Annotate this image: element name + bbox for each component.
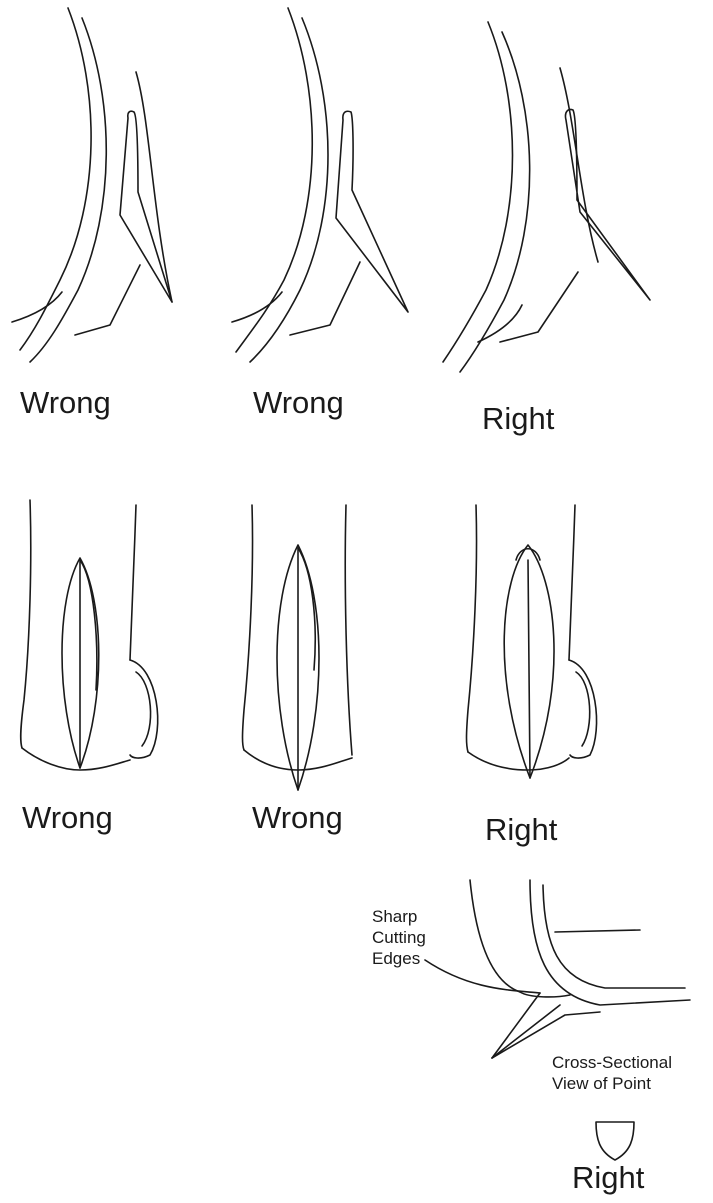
cutting-edge-upper	[520, 992, 570, 997]
sharp-cutting-edges-line-3: Edges	[372, 948, 426, 969]
cutting-edge-left	[425, 960, 540, 993]
side-label-wrong-2: Wrong	[253, 385, 344, 421]
front-view-right	[467, 505, 597, 778]
cross-section-shape	[596, 1122, 634, 1160]
sharp-cutting-edges-line-2: Cutting	[372, 927, 426, 948]
shank-left-edge	[21, 500, 31, 748]
barb-line	[555, 930, 640, 932]
side-label-wrong-1: Wrong	[20, 385, 111, 421]
front-label-wrong-1: Wrong	[22, 800, 113, 836]
hook-bend	[478, 305, 522, 342]
point-bevel	[298, 548, 315, 670]
cross-section-line-2: View of Point	[552, 1073, 672, 1094]
shank-left-edge	[467, 505, 477, 752]
side-view-wrong-1	[12, 8, 172, 362]
point-bevel	[80, 560, 97, 690]
hook-barb-outline	[560, 68, 598, 262]
barb-loop-inner	[576, 672, 590, 746]
shank-left-edge	[243, 505, 253, 750]
cross-section-line-1: Cross-Sectional	[552, 1052, 672, 1073]
front-view-wrong-2	[243, 505, 353, 790]
sharp-cutting-edges-line-1: Sharp	[372, 906, 426, 927]
hook-base	[290, 262, 360, 335]
front-view-wrong-1	[21, 500, 158, 770]
shank-inner-curve	[543, 885, 685, 988]
front-label-wrong-2: Wrong	[252, 800, 343, 836]
side-view-wrong-2	[232, 8, 408, 362]
hook-point	[120, 111, 172, 302]
shank-right-edge	[569, 505, 575, 660]
shank-bottom	[468, 752, 569, 770]
sharp-cutting-edges-label: Sharp Cutting Edges	[372, 906, 426, 969]
side-view-right	[443, 22, 650, 372]
hook-bend	[12, 292, 62, 322]
hook-shank-inner	[460, 32, 530, 372]
side-label-right: Right	[482, 401, 554, 437]
hook-barb-outline	[136, 72, 172, 302]
shank-right-edge	[130, 505, 136, 660]
detail-label-right: Right	[572, 1160, 644, 1196]
cross-section-label: Cross-Sectional View of Point	[552, 1052, 672, 1094]
shank-right-edge	[345, 505, 352, 755]
hook-shank-outer	[443, 22, 513, 362]
shank-middle-curve	[530, 880, 690, 1005]
shank-bottom	[22, 748, 130, 770]
point-ridge	[528, 560, 530, 778]
barb-loop-inner	[136, 672, 151, 746]
point-detail	[425, 880, 690, 1160]
hook-point	[336, 111, 408, 312]
shank-outer-curve	[470, 880, 520, 992]
front-label-right: Right	[485, 812, 557, 848]
